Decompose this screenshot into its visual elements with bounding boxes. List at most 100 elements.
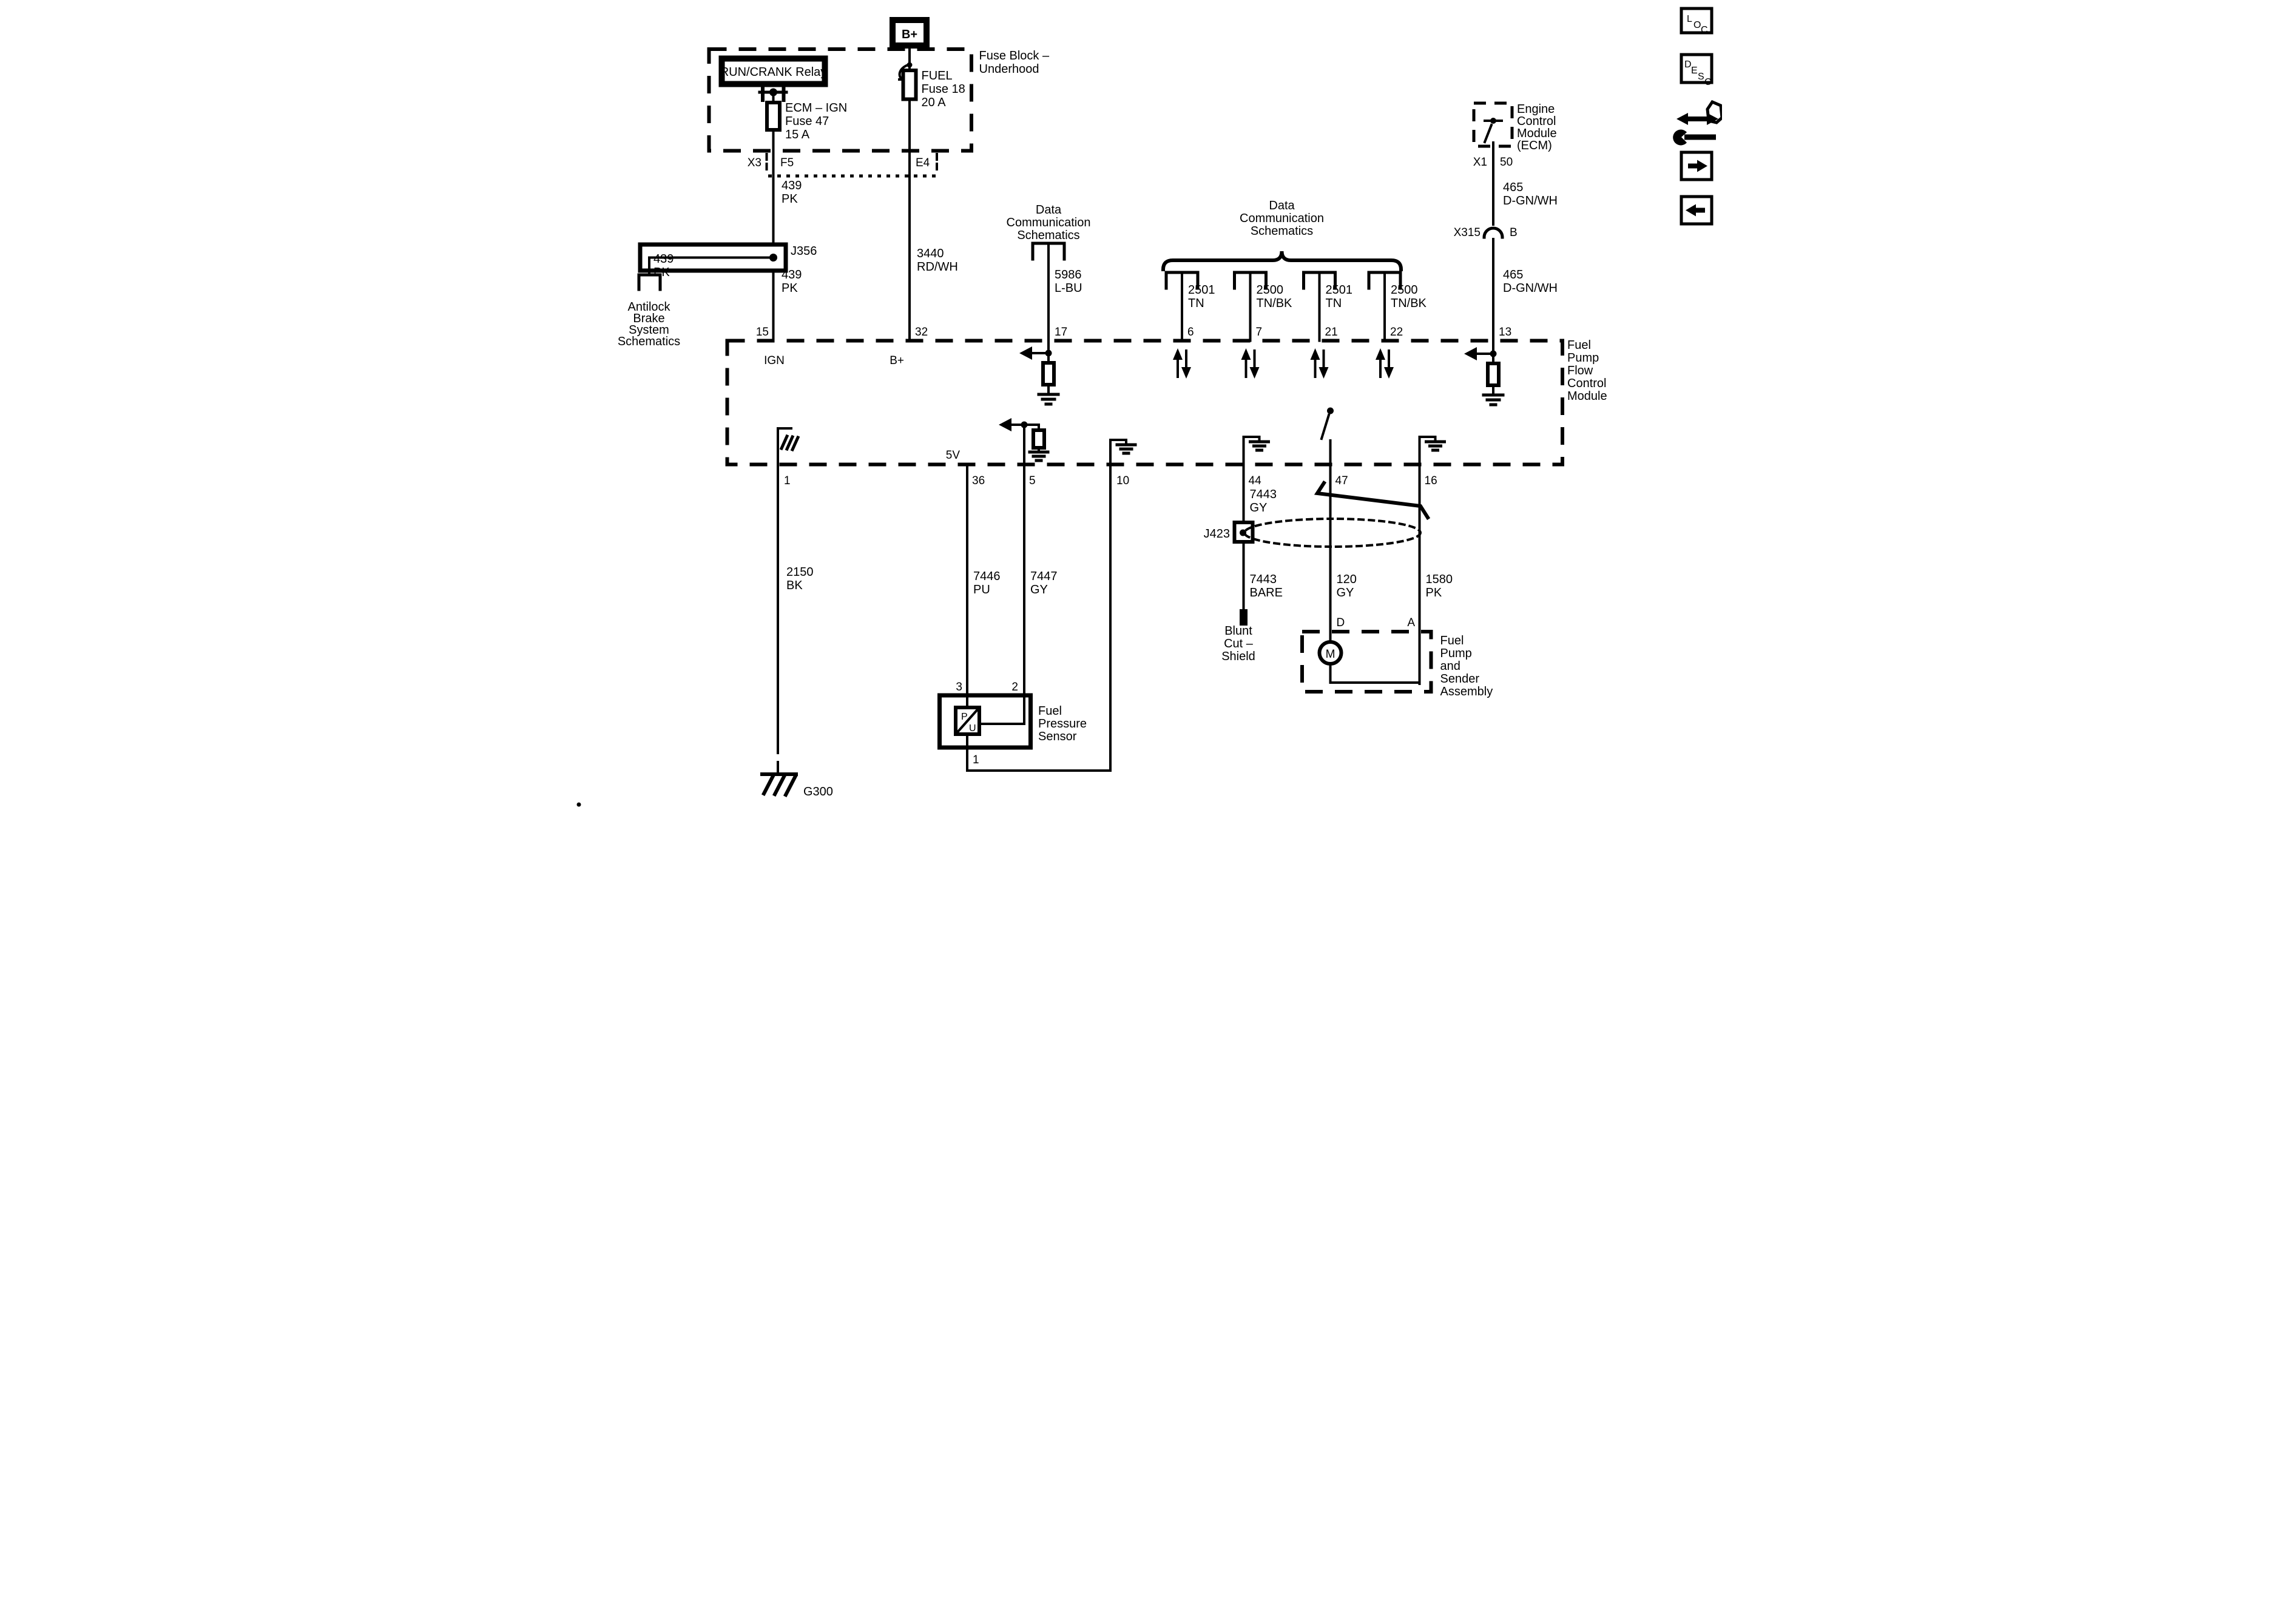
wire-1580-label-2: PK: [1426, 586, 1442, 599]
motor-m-label: M: [1326, 648, 1335, 661]
circuit-2150-bk: 2150 BK G300: [760, 463, 833, 798]
pin16-ground-symbol: [1418, 436, 1446, 466]
pin5-termination-symbol: [999, 418, 1050, 466]
wiring-diagram-page: Fuse Block – Underhood B+ RUN/CRANK Rela…: [574, 0, 1722, 809]
assembly-label: Fuel: [1440, 634, 1464, 647]
pin21-bidirectional-arrows: [1310, 348, 1329, 379]
wire-5986-label-2: L-BU: [1055, 282, 1082, 295]
sensor-pin-3: 3: [956, 681, 962, 694]
assembly-label-2: Pump: [1440, 647, 1472, 660]
loc-button[interactable]: L O C: [1680, 7, 1714, 35]
dcs-left-label-2: Communication: [1007, 216, 1091, 229]
dcs-left-label: Data: [1036, 203, 1062, 217]
fuel-fuse-label-3: 20 A: [922, 96, 947, 109]
module-label-5: Module: [1567, 390, 1607, 403]
dcs-mid-label: Data: [1269, 199, 1295, 212]
wire-2150-label: 2150: [786, 565, 814, 579]
fuel-fuse-label: FUEL: [922, 69, 953, 83]
wire-2501b-label-2: TN: [1326, 297, 1342, 310]
ecm-ign-fuse-label-2: Fuse 47: [785, 115, 829, 128]
wire-120-label-2: GY: [1337, 586, 1354, 599]
pin-22: 22: [1390, 326, 1403, 339]
fuel-fuse-label-2: Fuse 18: [922, 83, 965, 96]
loc-letter-l: L: [1687, 14, 1692, 24]
wire-465a-label-2: D-GN/WH: [1503, 194, 1558, 208]
wire-2501a-label-2: TN: [1188, 297, 1204, 310]
wire-120-label: 120: [1337, 573, 1357, 586]
wire-7446-label-2: PU: [973, 583, 990, 596]
wire-439-label: 439: [782, 179, 802, 192]
fuse-block-underhood: Fuse Block – Underhood B+ RUN/CRANK Rela…: [707, 17, 1050, 178]
wire-2500a-label: 2500: [1257, 283, 1284, 297]
pin-47: 47: [1335, 474, 1348, 487]
pin22-bidirectional-arrows: [1376, 348, 1394, 379]
b-plus-label: B+: [902, 28, 917, 41]
next-arrow-button[interactable]: [1680, 150, 1714, 181]
b-plus-terminal-box: [890, 17, 930, 49]
back-arrow-button[interactable]: [1680, 195, 1714, 226]
circuit-3440-rdwh: 3440 RD/WH: [908, 98, 958, 342]
assembly-label-5: Assembly: [1440, 685, 1493, 698]
ecm-ign-fuse-symbol: [765, 101, 782, 132]
fuel-pressure-sensor-box: [937, 693, 1033, 750]
fuel-pressure-sensor-circuit: 7446 PU 7447 GY 3 2 Fuel Pressure Sensor…: [937, 463, 1112, 772]
pin-15-ign: IGN: [764, 354, 785, 367]
fuel-pump-assembly-box: [1300, 630, 1433, 694]
sidebar-toolbar: L O C D E S C: [1673, 7, 1722, 226]
dcs-mid-label-2: Communication: [1240, 212, 1324, 225]
desc-letter-d: D: [1684, 59, 1692, 70]
abs-schematics-label-4: Schematics: [618, 335, 680, 348]
pin-16: 16: [1425, 474, 1437, 487]
wire-465a-label: 465: [1503, 181, 1523, 194]
pump-pin-a: A: [1407, 616, 1415, 629]
abs-schematics-label: Antilock: [627, 300, 670, 314]
sensor-label-2: Pressure: [1038, 717, 1087, 731]
dcs-mid-label-3: Schematics: [1251, 224, 1313, 238]
loc-letter-c: C: [1701, 25, 1708, 35]
module-label-2: Pump: [1567, 351, 1599, 365]
wire-439-abs-label-2: PK: [653, 266, 670, 279]
pin6-bidirectional-arrows: [1173, 348, 1191, 379]
pin-6: 6: [1187, 326, 1194, 339]
j356-label: J356: [791, 245, 817, 258]
sensor-pin-2: 2: [1011, 681, 1018, 694]
wire-465b-label-2: D-GN/WH: [1503, 282, 1558, 295]
pin44-ground-symbol: [1242, 436, 1270, 466]
wire-7443b-label-2: BARE: [1250, 586, 1283, 599]
wire-2500b-label-2: TN/BK: [1391, 297, 1427, 310]
desc-button[interactable]: D E S C: [1680, 53, 1714, 87]
f5-label: F5: [780, 157, 794, 169]
wire-pump-internal: [1329, 663, 1421, 684]
pin-36: 36: [972, 474, 985, 487]
sensor-label-3: Sensor: [1038, 730, 1077, 743]
j423-label: J423: [1204, 527, 1230, 541]
j356-splice-box: [638, 242, 788, 273]
wire-2500b-label: 2500: [1391, 283, 1418, 297]
shield-ellipse: [1243, 518, 1422, 548]
j356-junction-dot: [769, 254, 777, 262]
ecm-ign-fuse-label-3: 15 A: [785, 128, 810, 141]
abs-schematics-label-3: System: [629, 323, 669, 337]
pin-32-bplus: B+: [890, 354, 904, 367]
abs-connector-bracket: [637, 273, 662, 291]
pin1-chassis-ground-symbol: [777, 427, 800, 466]
pump-pin-d: D: [1337, 616, 1345, 629]
wire-3440-label: 3440: [917, 247, 944, 260]
pin13-termination-symbol: [1464, 339, 1505, 407]
wire-439-label-2: PK: [782, 192, 798, 206]
fuse-block-label: Fuse Block –: [979, 49, 1050, 62]
vehicle-tools-icon[interactable]: [1673, 100, 1722, 146]
assembly-label-4: Sender: [1440, 672, 1480, 686]
fuse-block-box: [707, 47, 973, 153]
fuel-fuse-symbol: [901, 69, 918, 101]
desc-letter-s: S: [1698, 72, 1704, 82]
circuit-5986-lbu: Data Communication Schematics 5986 L-BU: [1007, 203, 1091, 342]
wire-7447-label-2: GY: [1030, 583, 1048, 596]
ecm-label-2: Control: [1517, 115, 1556, 128]
fuel-pump-circuit: 7443 GY J423 7443 BARE Blunt Cut – Shiel…: [1204, 463, 1493, 698]
x3-label: X3: [748, 157, 761, 169]
module-box: [725, 339, 1564, 467]
pin47-driver-symbol: [1320, 407, 1334, 466]
abs-schematics-label-2: Brake: [633, 312, 664, 325]
wire-2150-label-2: BK: [786, 579, 803, 592]
